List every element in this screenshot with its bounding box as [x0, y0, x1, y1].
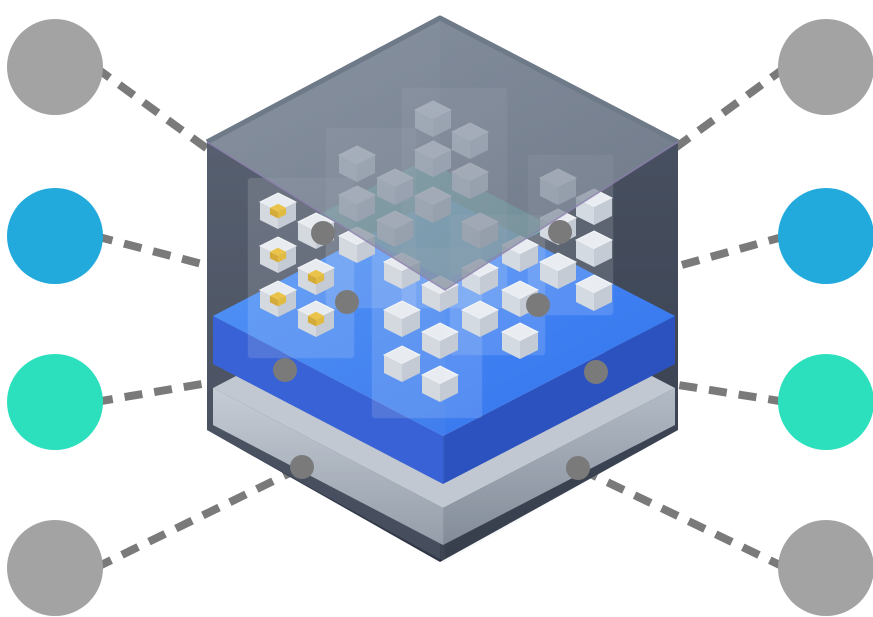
right-node-4	[778, 520, 873, 616]
connector-left-node-4	[93, 463, 304, 572]
anchor-dot-left-2	[335, 290, 359, 314]
anchor-dot-left-4	[290, 455, 314, 479]
small-cube	[258, 236, 298, 273]
small-cube	[460, 300, 500, 337]
left-node-3	[7, 354, 103, 450]
small-cube	[258, 280, 298, 317]
anchor-dot-right-2	[526, 293, 550, 317]
anchor-dot-right-1	[548, 220, 572, 244]
small-cube	[500, 322, 540, 359]
left-node-4	[7, 520, 103, 616]
right-node-1	[778, 19, 873, 115]
left-node-1	[7, 19, 103, 115]
platform-right-side	[443, 316, 675, 484]
small-cube	[420, 322, 460, 359]
glass-left-face	[207, 142, 445, 562]
base-left	[213, 388, 443, 545]
connector-right-node-4	[576, 464, 788, 572]
glass-edge	[205, 15, 680, 145]
connector-right-node-1	[557, 63, 789, 236]
glass-lid	[205, 15, 680, 562]
small-cube	[382, 300, 422, 337]
small-cube	[574, 274, 614, 311]
base-right	[443, 388, 675, 545]
anchor-dot-left-1	[311, 221, 335, 245]
small-cube	[382, 345, 422, 382]
small-cube	[538, 252, 578, 289]
platform-top	[213, 196, 675, 436]
left-node-2	[7, 188, 103, 284]
glass-top	[207, 18, 678, 290]
connector-left-node-1	[92, 63, 326, 237]
small-cube	[420, 365, 460, 402]
small-cube	[296, 258, 336, 295]
node-circles	[7, 19, 873, 616]
small-cube	[296, 300, 336, 337]
right-node-3	[778, 354, 873, 450]
right-node-2	[778, 188, 873, 284]
glass-right-face	[445, 142, 678, 562]
glass-inner-edge	[206, 141, 679, 291]
small-cube	[258, 192, 298, 229]
small-cube	[574, 230, 614, 267]
anchor-dot-left-3	[273, 358, 297, 382]
platform-left-side	[213, 316, 443, 484]
anchor-dot-right-4	[566, 456, 590, 480]
anchor-dot-right-3	[584, 360, 608, 384]
